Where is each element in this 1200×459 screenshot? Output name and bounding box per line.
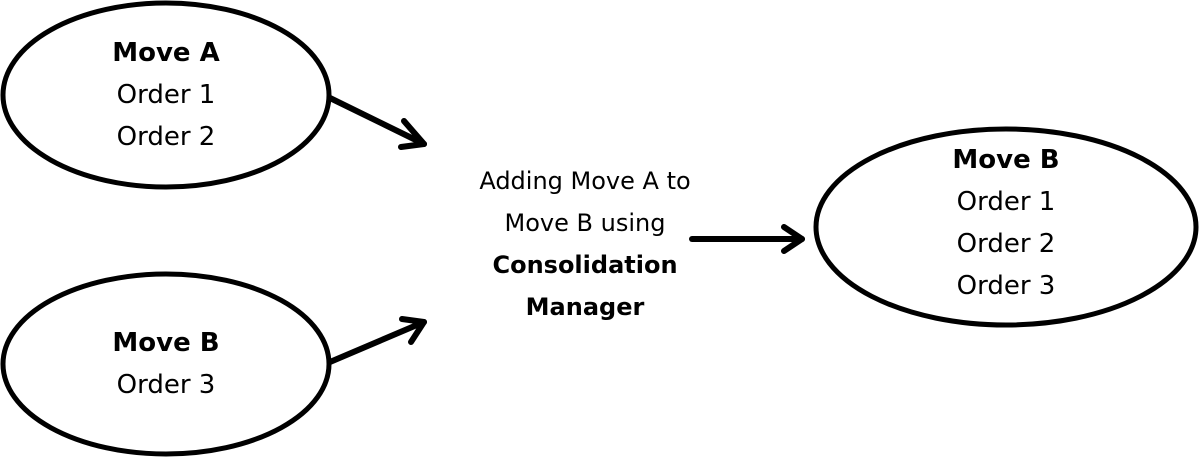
node-line: Order 2 xyxy=(116,122,216,152)
arrow-move-a-to-process xyxy=(327,95,427,150)
node-line: Order 1 xyxy=(116,80,216,110)
process-line: Adding Move A to xyxy=(479,167,691,195)
node-move-b-left: Move B Order 3 xyxy=(66,322,266,406)
arrow-move-b-to-process xyxy=(327,316,427,365)
process-line: Move B using xyxy=(504,209,666,237)
node-line: Order 2 xyxy=(956,229,1056,259)
arrow-process-to-result xyxy=(689,224,805,254)
node-move-b-result: Move B Order 1 Order 2 Order 3 xyxy=(904,139,1108,307)
ellipse-move-b-result xyxy=(813,126,1199,328)
node-title: Move B xyxy=(952,145,1060,175)
node-line: Order 3 xyxy=(116,370,216,400)
process-label: Adding Move A to Move B using Consolidat… xyxy=(440,160,730,328)
node-title: Move B xyxy=(112,328,220,358)
process-tool-name: Manager xyxy=(525,293,645,321)
node-line: Order 1 xyxy=(956,187,1056,217)
node-line: Order 3 xyxy=(956,271,1056,301)
ellipse-move-a xyxy=(0,0,332,190)
node-title: Move A xyxy=(112,38,220,68)
node-move-a: Move A Order 1 Order 2 xyxy=(66,32,266,158)
process-tool-name: Consolidation xyxy=(492,251,678,279)
